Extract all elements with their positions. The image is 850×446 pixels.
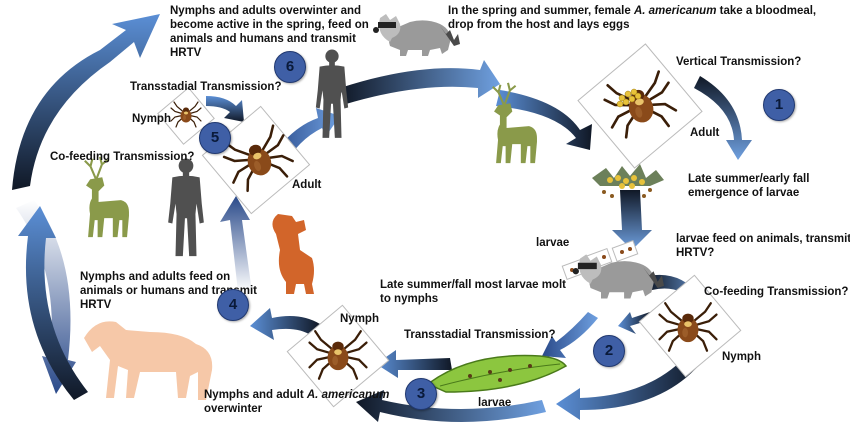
- label-transstadial-top: Transstadial Transmission?: [130, 81, 282, 93]
- label-feed-left: Nymphs and adults feed on animals or hum…: [80, 271, 258, 311]
- label-spring-summer: In the spring and summer, female A. amer…: [448, 4, 818, 32]
- label-late-summer-larvae: Late summer/early fall emergence of larv…: [688, 173, 810, 199]
- nymph-tick-card-right: [638, 274, 742, 378]
- label-larvae-feed: larvae feed on animals, transmit HRTV?: [676, 233, 850, 259]
- label-adult-left: Adult: [292, 179, 322, 191]
- adult-tick-card-top-right: [577, 43, 703, 169]
- deer-left: [83, 155, 130, 238]
- label-spring-summer-text-a: In the spring and summer, female: [448, 5, 634, 17]
- leaf-with-larvae: [426, 354, 568, 393]
- dog: [272, 214, 314, 294]
- egg-cluster: [592, 164, 664, 198]
- horse: [84, 321, 213, 400]
- label-overwinter-top: Nymphs and adults overwinter and become …: [170, 5, 369, 59]
- label-larvae-bottom: larvae: [478, 397, 512, 409]
- human-left: [168, 158, 204, 257]
- step-badge-1: 1: [763, 89, 795, 121]
- step-badge-4: 4: [217, 289, 249, 321]
- label-vertical-transmission: Vertical Transmission?: [676, 56, 802, 68]
- step-badge-6: 6: [274, 51, 306, 83]
- label-spring-summer-species: A. americanum: [633, 5, 717, 17]
- label-cofeeding-right: Co-feeding Transmission?: [704, 286, 849, 298]
- label-nymph-left: Nymph: [132, 113, 171, 125]
- label-adult-top-right: Adult: [690, 127, 720, 139]
- label-nymph-right: Nymph: [722, 351, 761, 363]
- label-molt: Late summer/fall most larvae molt to nym…: [380, 279, 566, 305]
- label-nymph-bottom: Nymph: [340, 313, 379, 325]
- label-overwinter-species: A. americanum: [306, 389, 390, 401]
- label-overwinter-text-b: overwinter: [204, 403, 263, 415]
- label-overwinter-text-a: Nymphs and adult: [204, 389, 307, 401]
- label-cofeeding-left: Co-feeding Transmission?: [50, 151, 195, 163]
- label-larvae-mid: larvae: [536, 237, 570, 249]
- label-overwinter-bottom: Nymphs and adult A. americanum overwinte…: [204, 388, 404, 416]
- step-badge-2: 2: [593, 335, 625, 367]
- nymph-tick-card-bottom: [286, 304, 390, 408]
- label-spring-summer-text-b: take a bloodmeal, drop from the host and…: [448, 5, 817, 31]
- step-badge-5: 5: [199, 122, 231, 154]
- step-badge-3: 3: [405, 378, 437, 410]
- label-transstadial-bottom: Transstadial Transmission?: [404, 329, 556, 341]
